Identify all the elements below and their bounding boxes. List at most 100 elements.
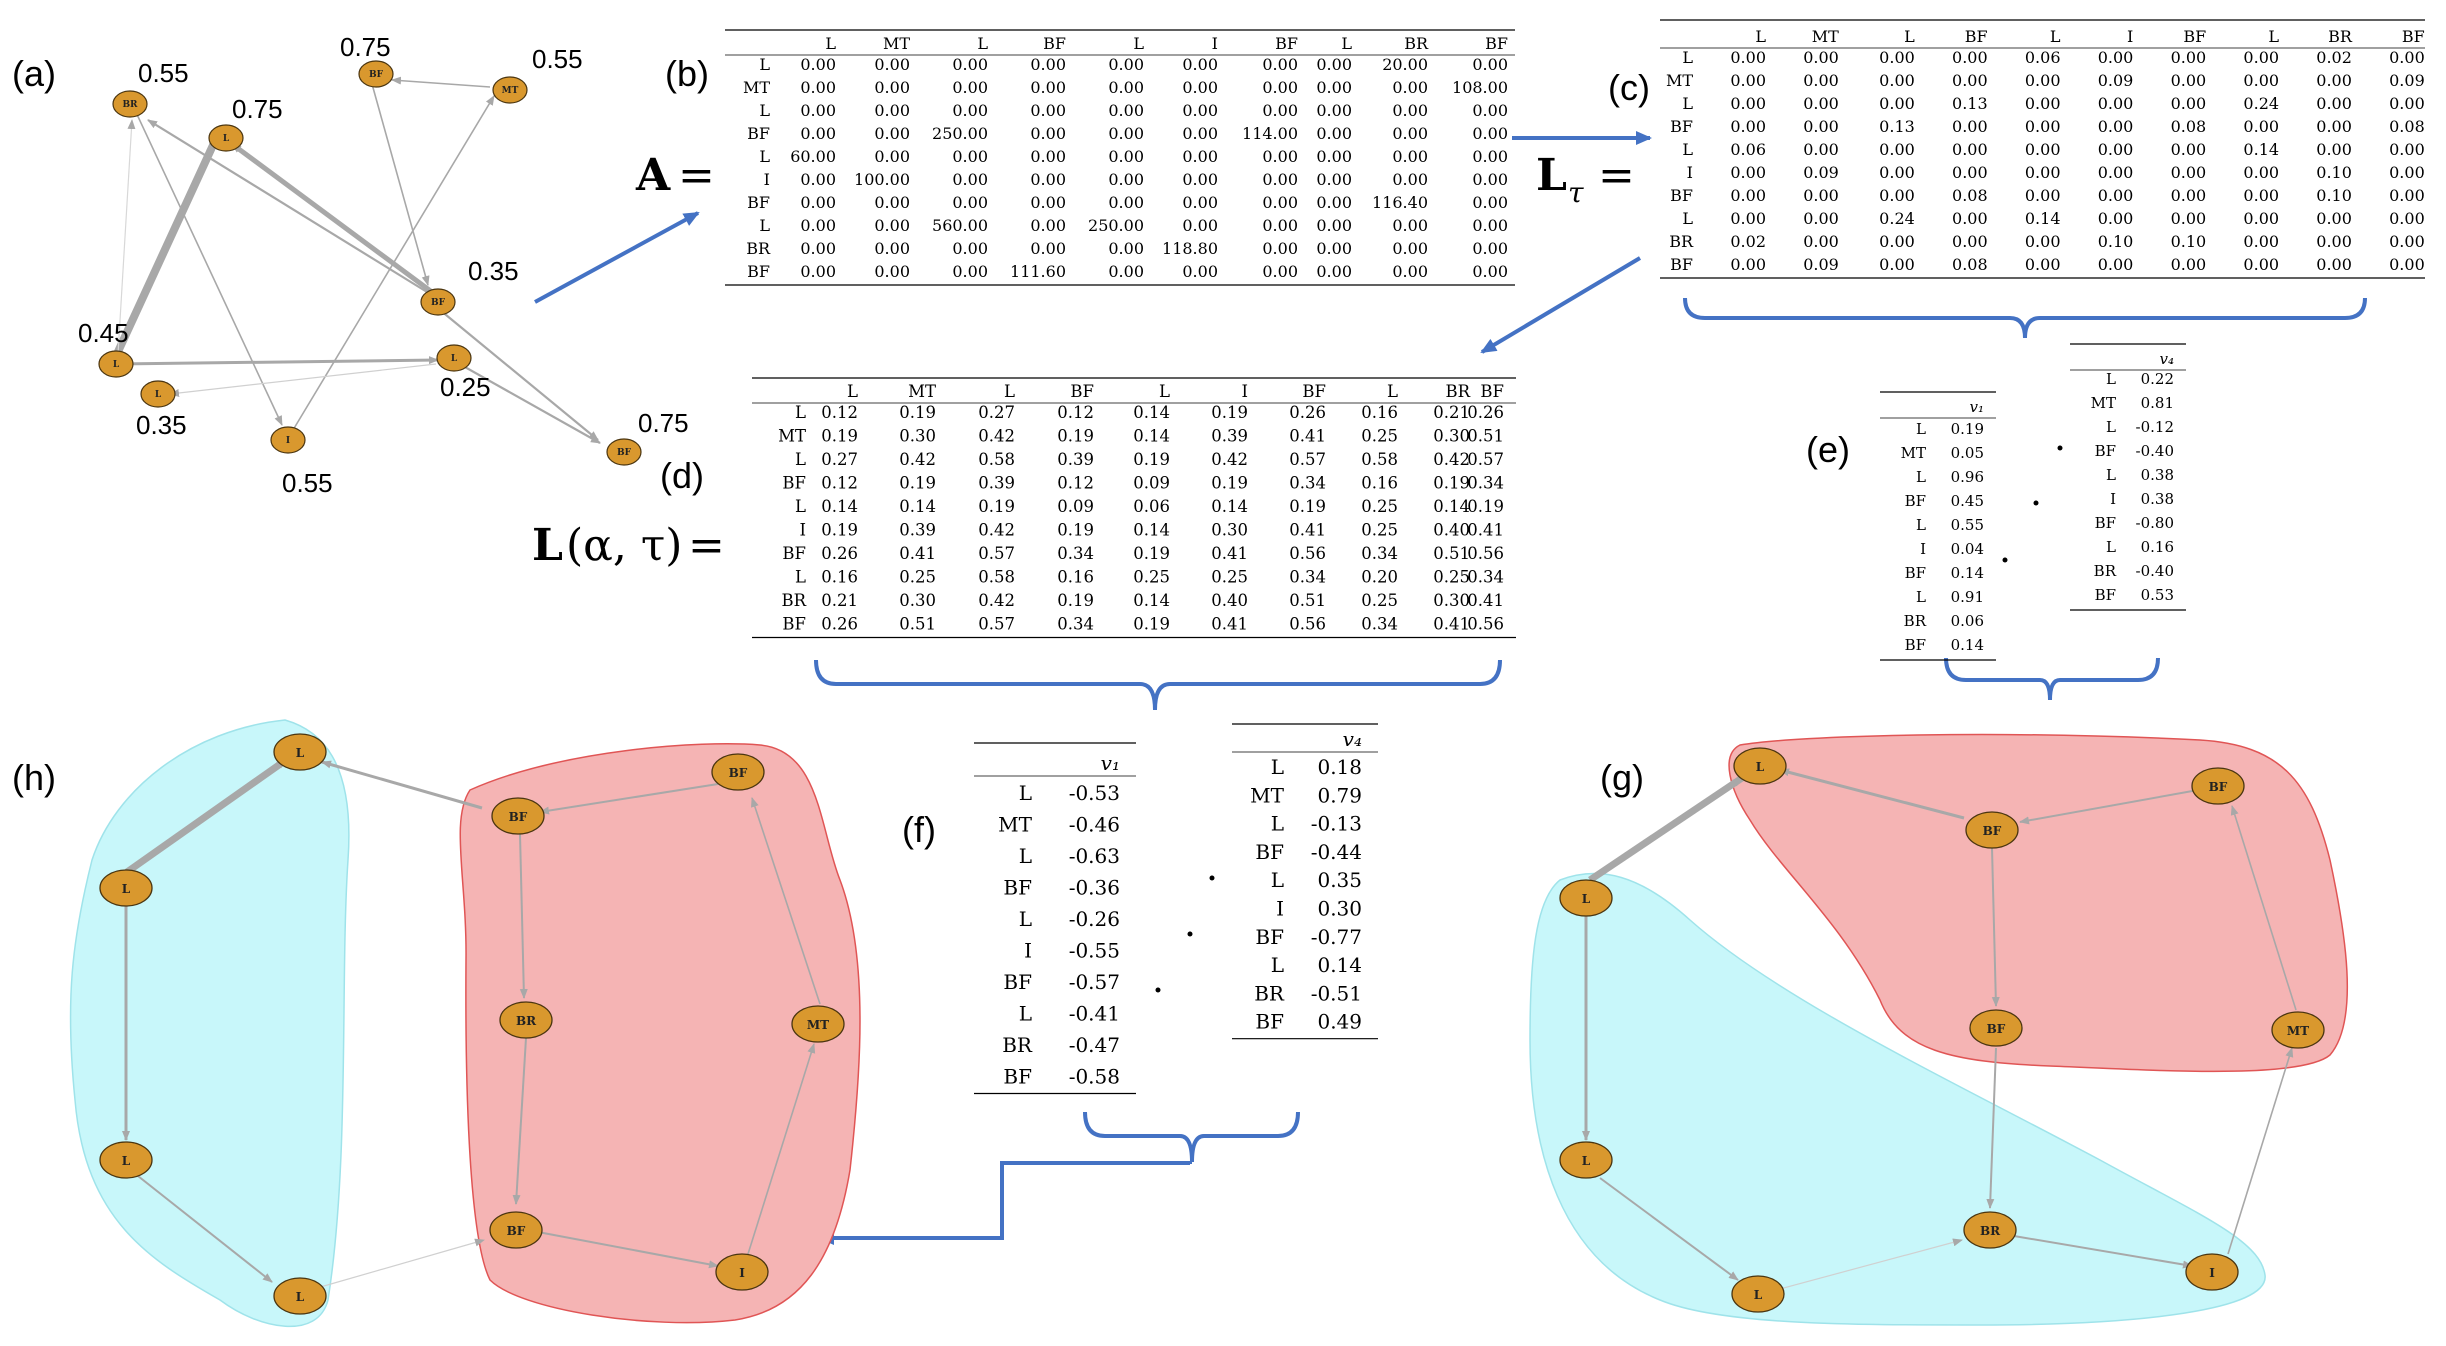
matrix-row-header: BF	[747, 193, 770, 212]
matrix-cell: 0.06	[1730, 140, 1766, 159]
matrix-col-header: L	[2268, 27, 2279, 46]
matrix-cell: 0.00	[1182, 170, 1218, 189]
matrix-row-header: BF	[1670, 186, 1693, 205]
matrix-cell: 0.51	[1467, 427, 1504, 446]
vector-row-label: L	[2106, 370, 2116, 388]
matrix-row-header: L	[795, 568, 806, 587]
matrix-cell: 0.14	[1433, 497, 1470, 516]
matrix-cell: 0.19	[899, 474, 936, 493]
matrix-cell: 0.00	[1316, 55, 1352, 74]
matrix-cell: 0.56	[1467, 615, 1504, 634]
node-shape	[715, 1253, 769, 1291]
graph-a-node: BF0.35	[420, 256, 519, 316]
node-shape	[1559, 1141, 1613, 1179]
matrix-cell: 0.12	[1057, 403, 1094, 422]
matrix-cell: 0.00	[1316, 170, 1352, 189]
matrix-cell: 0.00	[2389, 255, 2425, 274]
matrix-col-header: BF	[1965, 27, 1988, 46]
matrix-cell: 0.58	[1361, 450, 1398, 469]
matrix-col-header: BR	[2328, 27, 2353, 46]
graph-h-node: BR	[499, 1001, 553, 1039]
matrix-cell: 0.19	[1211, 403, 1248, 422]
matrix-cell: 0.00	[2316, 209, 2352, 228]
graph-a-node: MT0.55	[492, 44, 583, 104]
matrix-cell: 0.56	[1467, 544, 1504, 563]
vector-value: 0.49	[1317, 1010, 1362, 1034]
matrix-cell: 0.00	[1952, 117, 1988, 136]
vector-row-label: BR	[2094, 562, 2117, 580]
matrix-cell: 0.00	[1952, 140, 1988, 159]
node-shape	[98, 350, 134, 378]
vector-row-label: I	[2110, 490, 2116, 508]
node-label: I	[739, 1266, 745, 1280]
matrix-cell: 0.00	[2316, 140, 2352, 159]
matrix-cell: 0.00	[1952, 163, 1988, 182]
matrix-cell: 0.00	[1472, 239, 1508, 258]
matrix-cell: 0.14	[1211, 497, 1248, 516]
matrix-cell: 0.19	[1289, 497, 1326, 516]
matrix-cell: 0.00	[1879, 94, 1915, 113]
matrix-cell: 0.19	[1057, 521, 1094, 540]
vector-row-label: BF	[1255, 1010, 1284, 1034]
matrix-cell: 0.00	[1262, 78, 1298, 97]
matrix-cell: 0.41	[1211, 544, 1248, 563]
matrix-cell: 0.24	[1879, 209, 1915, 228]
matrix-cell: 0.00	[800, 216, 836, 235]
graph-a-node: BF0.75	[606, 408, 689, 466]
node-label: L	[122, 882, 131, 896]
matrix-col-header: L	[847, 382, 858, 401]
matrix-cell: 0.09	[2389, 71, 2425, 90]
matrix-cell: 0.25	[1211, 568, 1248, 587]
equation-L-tau: L τ =	[1536, 150, 1635, 209]
matrix-cell: 0.34	[1467, 474, 1504, 493]
matrix-cell: 0.21	[821, 591, 858, 610]
matrix-cell: 0.00	[1030, 239, 1066, 258]
matrix-row-header: BF	[782, 544, 806, 563]
vector-value: -0.12	[2136, 418, 2174, 436]
graph-h-node: L	[99, 869, 153, 907]
node-shape	[358, 60, 394, 88]
vector-value: -0.41	[1069, 1002, 1120, 1026]
matrix-cell: 0.00	[2389, 140, 2425, 159]
matrix-cell: 0.14	[899, 497, 936, 516]
graph-g-edges	[1582, 768, 2297, 1291]
matrix-cell: 0.00	[874, 55, 910, 74]
matrix-cell: 0.00	[1108, 262, 1144, 281]
vector-value: -0.80	[2136, 514, 2174, 532]
matrix-row-header: BR	[781, 591, 806, 610]
vector-value: -0.36	[1069, 876, 1120, 900]
matrix-cell: 0.00	[1262, 55, 1298, 74]
matrix-cell: 0.00	[1030, 78, 1066, 97]
vector-row-label: BF	[1003, 1065, 1032, 1089]
matrix-cell: 0.30	[899, 427, 936, 446]
matrix-cell: 0.40	[1211, 591, 1248, 610]
matrix-cell: 0.41	[1467, 521, 1504, 540]
matrix-cell: 0.25	[1361, 427, 1398, 446]
matrix-cell: 0.51	[1433, 544, 1470, 563]
node-label: I	[286, 436, 290, 446]
matrix-cell: 0.14	[2243, 140, 2279, 159]
matrix-cell: 0.00	[2389, 48, 2425, 67]
matrix-col-header: BF	[1070, 382, 1094, 401]
matrix-cell: 0.00	[1392, 216, 1428, 235]
matrix-cell: 0.57	[1467, 450, 1504, 469]
matrix-cell: 0.00	[1316, 216, 1352, 235]
graph-g-node: MT	[2271, 1011, 2325, 1049]
brace-e	[1944, 657, 2160, 701]
matrix-cell: 0.00	[874, 262, 910, 281]
matrix-cell: 0.00	[1803, 140, 1839, 159]
vector-row-label: BR	[1254, 981, 1285, 1005]
vector-row-label: BF	[2095, 442, 2116, 460]
node-weight: 0.75	[340, 32, 391, 62]
node-shape	[99, 1141, 153, 1179]
matrix-cell: 0.08	[1952, 255, 1988, 274]
matrix-cell: 0.00	[2171, 140, 2207, 159]
matrix-cell: 0.06	[2025, 48, 2061, 67]
matrix-cell: 0.26	[1289, 403, 1326, 422]
matrix-cell: 0.00	[2171, 71, 2207, 90]
matrix-cell: 0.27	[978, 403, 1015, 422]
matrix-row-header: L	[795, 450, 806, 469]
braces	[814, 297, 2367, 1163]
vector-row-label: BF	[1255, 840, 1284, 864]
